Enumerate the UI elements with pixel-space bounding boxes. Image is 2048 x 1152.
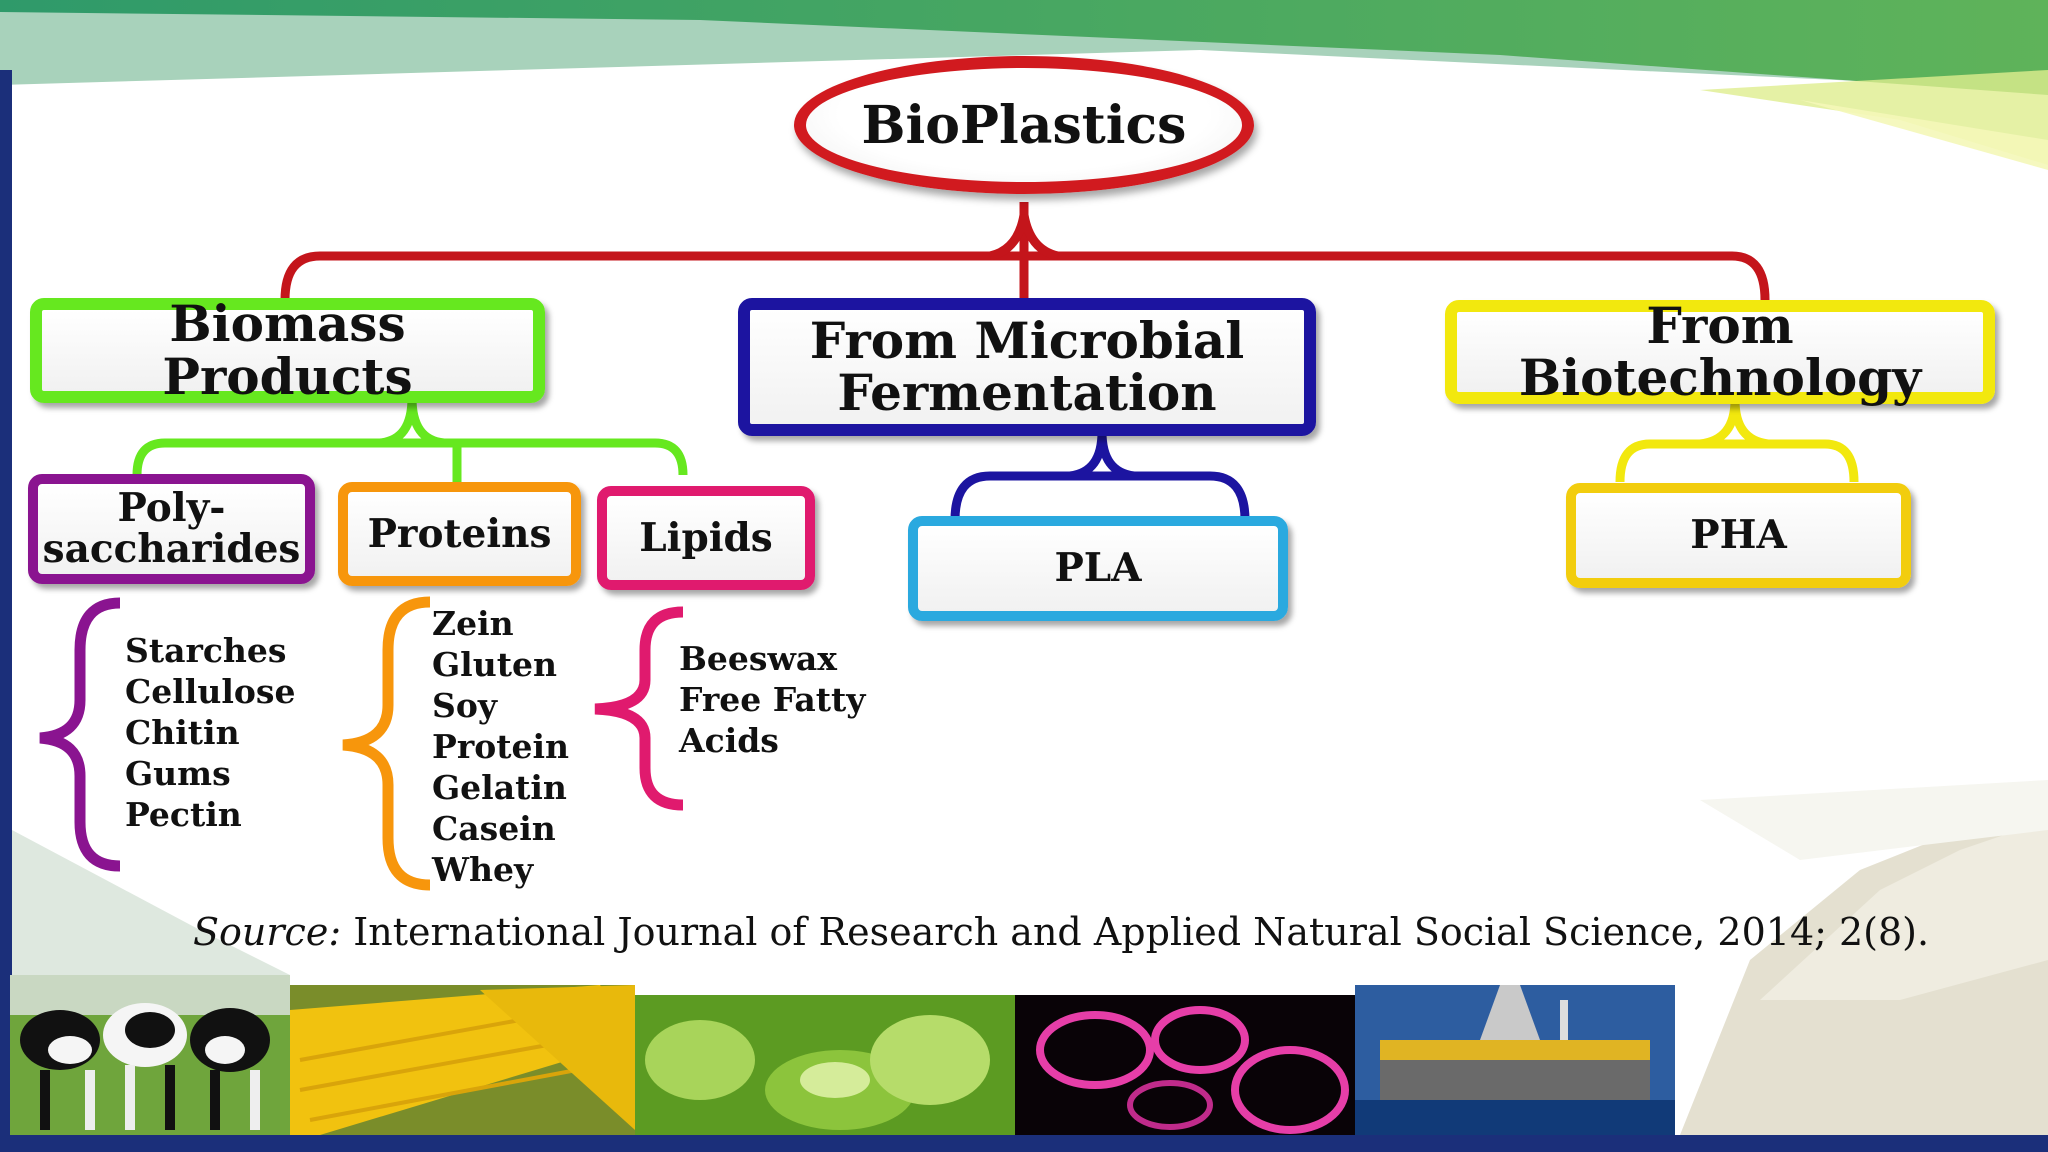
list-item: Casein [432, 809, 556, 848]
pha-box: PHA [1566, 483, 1911, 588]
list-item: Beeswax [679, 639, 837, 678]
proteins-label: Proteins [367, 510, 552, 557]
biomass-connectors [132, 397, 688, 482]
microbial-connectors [950, 431, 1250, 521]
root-node-bioplastics: BioPlastics [794, 56, 1254, 194]
top-band-yellow-2 [1800, 100, 2048, 170]
root-label: BioPlastics [861, 94, 1187, 156]
microbial-bar [950, 471, 1250, 521]
source-prefix: Source: [193, 910, 342, 954]
left-edge [0, 70, 12, 1152]
top-band-dark [0, 0, 2048, 95]
list-item: Whey [432, 850, 534, 889]
list-item: Gums [125, 754, 231, 793]
biomass-products-box: Biomass Products [30, 294, 545, 406]
bottom-bar [0, 1135, 2048, 1152]
root-connectors [280, 202, 1770, 301]
starch-powder-photo [1680, 780, 2048, 1135]
list-item: Chitin [125, 713, 240, 752]
biotech-bar [1615, 439, 1859, 483]
pha-label: PHA [1690, 512, 1787, 559]
list-item: Free Fatty [679, 680, 866, 719]
pla-box: PLA [908, 516, 1288, 621]
microbial-fermentation-line1: From Microbial [809, 310, 1245, 370]
proteins-brace [342, 596, 431, 891]
source-text: International Journal of Research and Ap… [353, 910, 1930, 954]
biomass-bar [132, 438, 688, 476]
left-fade [12, 830, 290, 975]
top-band-yellow [1700, 70, 2048, 165]
pla-label: PLA [1054, 545, 1142, 592]
biotechnology-box: From Biotechnology [1445, 295, 1995, 407]
list-item: Gelatin [432, 768, 567, 807]
lipids-brace [594, 606, 684, 811]
list-item: Acids [679, 721, 779, 760]
microbial-stem [1069, 431, 1135, 481]
list-item: Pectin [125, 795, 242, 834]
polysaccharides-line1: Poly- [117, 485, 226, 532]
list-item: Soy [432, 686, 498, 725]
polysaccharides-brace [39, 597, 121, 872]
lipids-label: Lipids [639, 514, 773, 561]
proteins-items: Zein Gluten Soy Protein Gelatin Casein W… [432, 603, 569, 890]
lipids-box: Lipids [597, 486, 815, 590]
polysaccharides-line2: saccharides [42, 526, 301, 572]
biotech-connectors [1615, 399, 1859, 483]
photo-strip [10, 780, 2048, 1135]
corn-photo [290, 985, 635, 1135]
oil-rig-photo [1355, 985, 1675, 1135]
list-item: Gluten [432, 645, 557, 684]
proteins-box: Proteins [338, 482, 581, 586]
list-item: Zein [432, 604, 514, 643]
source-citation: Source: International Journal of Researc… [193, 910, 1929, 954]
list-item: Starches [125, 631, 287, 670]
list-item: Cellulose [125, 672, 296, 711]
soybeans-photo [635, 995, 1015, 1135]
polysaccharides-box: Poly- saccharides [28, 474, 315, 584]
microbial-fermentation-line2: Fermentation [837, 363, 1217, 422]
microbes-photo [1015, 995, 1355, 1135]
list-item: Protein [432, 727, 569, 766]
root-brace-tip [988, 214, 1060, 261]
lipids-items: Beeswax Free Fatty Acids [679, 638, 865, 761]
cows-photo [10, 975, 290, 1135]
polysaccharides-items: Starches Cellulose Chitin Gums Pectin [125, 630, 295, 835]
microbial-fermentation-box: From Microbial Fermentation [738, 298, 1316, 436]
biotechnology-label: From Biotechnology [1518, 295, 1922, 407]
biomass-products-label: Biomass Products [162, 294, 413, 406]
